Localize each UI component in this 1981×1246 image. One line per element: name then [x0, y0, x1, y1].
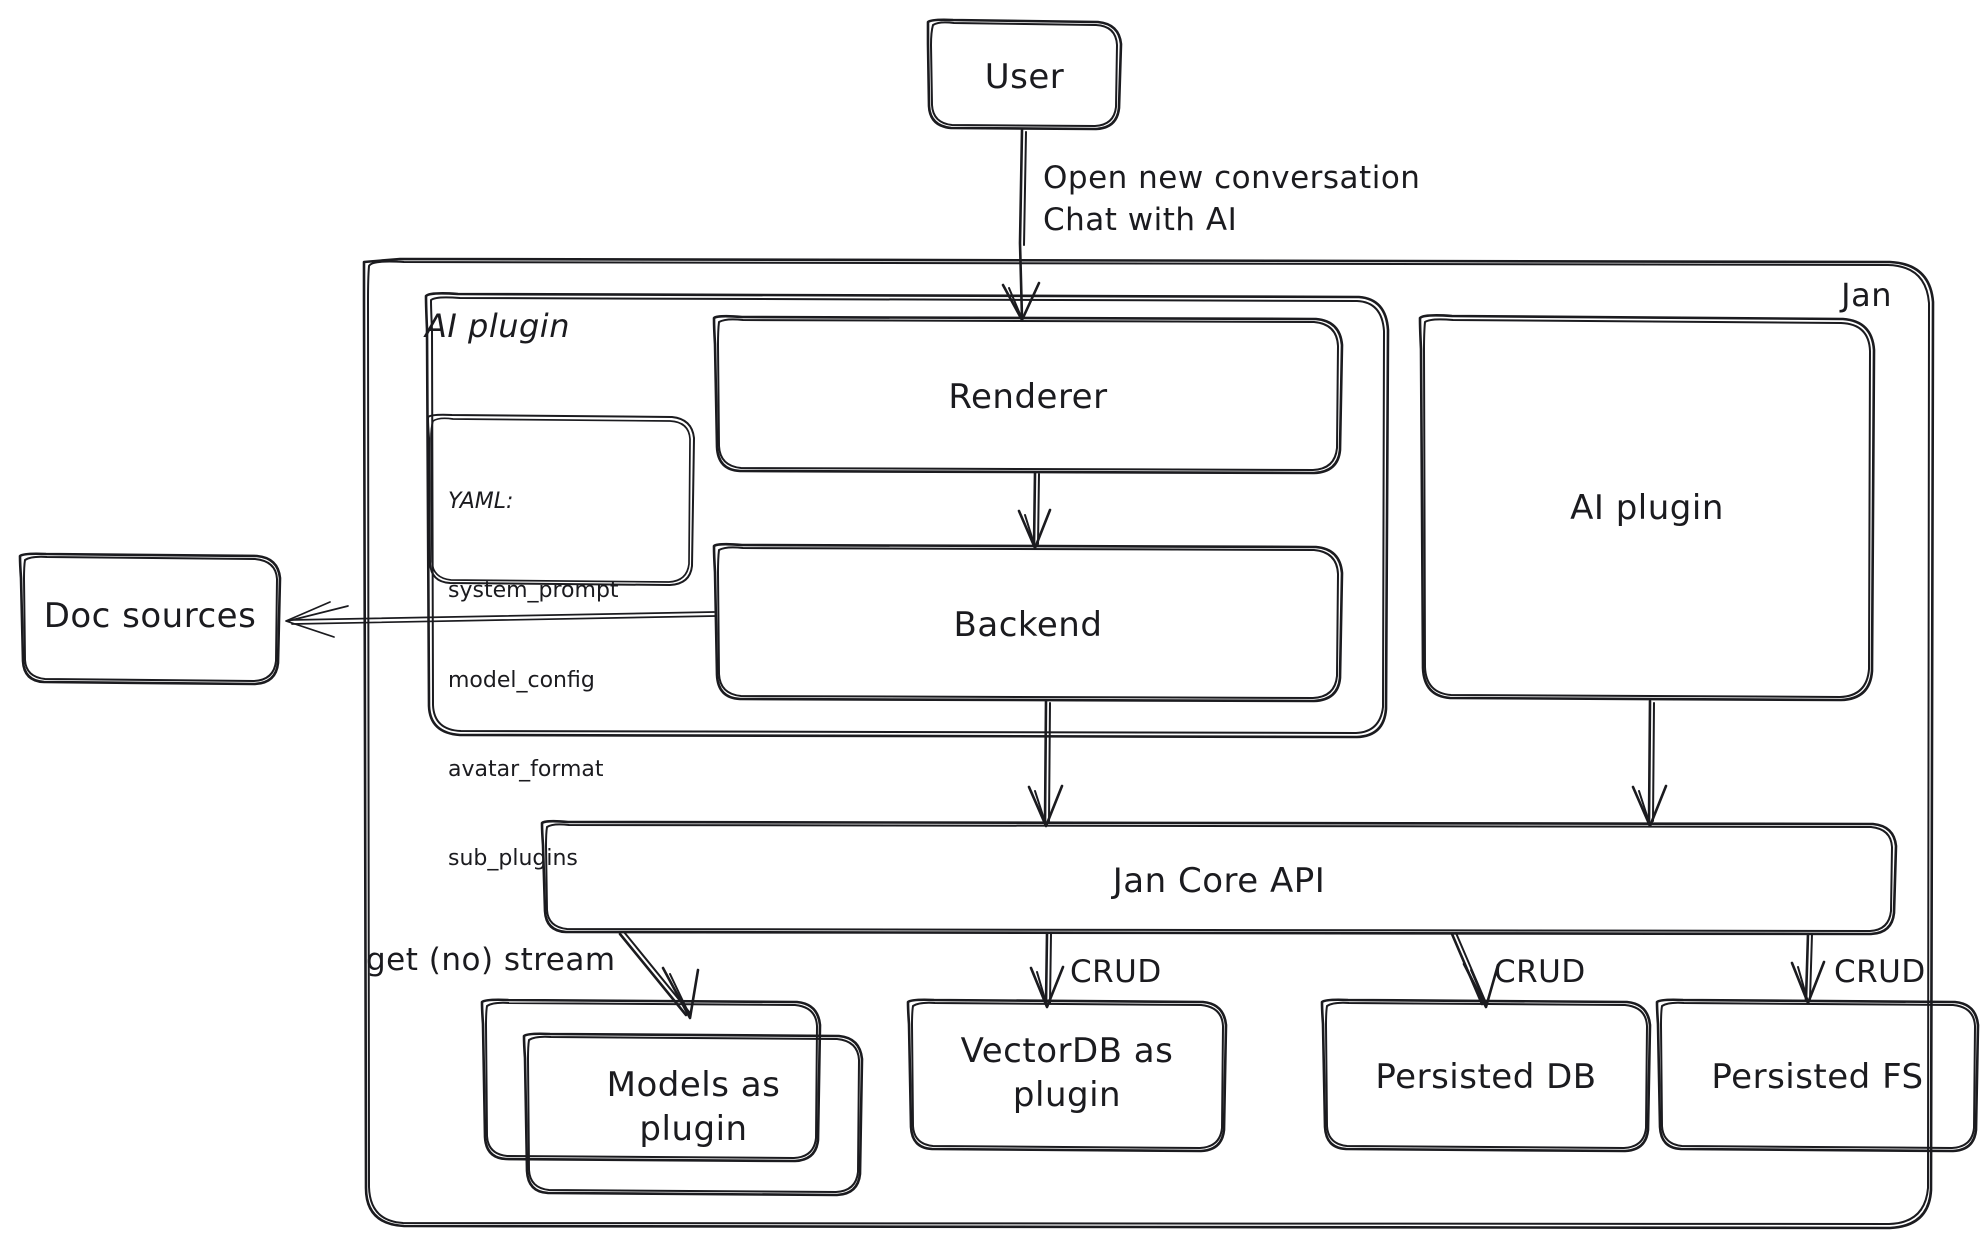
yaml-key-system-prompt: system_prompt: [448, 578, 619, 604]
box-persisted-fs[interactable]: [1655, 998, 1980, 1153]
yaml-key-sub-plugins: sub_plugins: [448, 845, 578, 871]
box-ai-plugin-right[interactable]: [1418, 314, 1876, 702]
arrow-ai-plugin-to-core: [1631, 699, 1668, 828]
arrow-backend-to-doc-sources: [285, 601, 717, 638]
box-backend[interactable]: [712, 542, 1344, 703]
container-jan: [362, 257, 1935, 1230]
box-jan-core-api[interactable]: [540, 819, 1898, 936]
box-renderer[interactable]: [712, 314, 1344, 475]
arrow-core-to-vectordb: [1029, 932, 1065, 1009]
box-doc-sources[interactable]: [18, 552, 282, 686]
box-persisted-db[interactable]: [1320, 998, 1652, 1153]
box-models-as-plugin[interactable]: [480, 998, 864, 1197]
box-user[interactable]: [926, 18, 1123, 131]
yaml-config-list: YAML: system_prompt model_config avatar_…: [448, 428, 619, 933]
arrow-core-to-models: [618, 931, 700, 1020]
arrow-core-to-persisted-fs: [1790, 932, 1826, 1005]
arrow-user-to-renderer: [1001, 128, 1041, 322]
yaml-key-avatar-format: avatar_format: [448, 756, 604, 782]
yaml-key-model-config: model_config: [448, 667, 595, 693]
container-ai-plugin-group: [424, 292, 1390, 739]
yaml-heading: YAML:: [448, 489, 514, 515]
arrow-backend-to-core: [1027, 699, 1064, 828]
card-yaml-config: [427, 413, 695, 586]
box-vectordb-as-plugin[interactable]: [906, 998, 1228, 1153]
arrow-core-to-persisted-db: [1450, 932, 1500, 1009]
arrow-renderer-to-backend: [1017, 471, 1052, 550]
